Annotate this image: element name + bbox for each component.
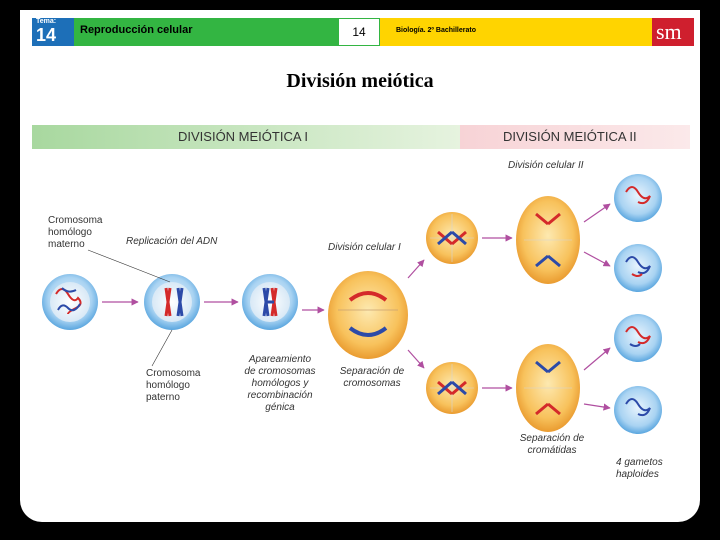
label-pairing: Apareamiento de cromosomas homólogos y r…: [232, 354, 328, 414]
label-chromatid-separation: Separación de cromátidas: [510, 433, 594, 457]
label-pairing-line-5: génica: [232, 402, 328, 414]
meiosis-diagram: [20, 10, 700, 522]
label-pairing-line-3: homólogos y: [232, 378, 328, 390]
label-chromosome-separation: Separación de cromosomas: [330, 366, 414, 390]
label-paternal-line-1: Cromosoma: [146, 368, 200, 380]
gamete-3: [614, 314, 662, 362]
label-maternal-line-3: materno: [48, 239, 102, 251]
gamete-4: [614, 386, 662, 434]
label-maternal-line-2: homólogo: [48, 227, 102, 239]
arrow-division-top: [408, 260, 424, 278]
label-maternal: Cromosoma homólogo materno: [48, 215, 102, 251]
label-paternal-line-3: paterno: [146, 392, 200, 404]
division-one-cell-top: [426, 212, 478, 264]
division-two-cell-bottom: [516, 344, 580, 432]
label-chromatid-separation-line-1: Separación de: [510, 433, 594, 445]
pointer-paternal: [152, 330, 172, 366]
initial-cell: [42, 274, 98, 330]
arrow-gamete-2: [584, 252, 610, 266]
label-gametes-line-2: haploides: [616, 469, 663, 481]
arrow-gamete-4: [584, 404, 610, 408]
division-two-cell-top: [516, 196, 580, 284]
label-chromosome-separation-line-2: cromosomas: [330, 378, 414, 390]
slide: Tema: 14 Reproducción celular 14 Biologí…: [20, 10, 700, 522]
replicated-cell: [144, 274, 200, 330]
label-cell-division-2: División celular II: [508, 160, 584, 172]
label-gametes-line-1: 4 gametos: [616, 457, 663, 469]
pairing-cell: [242, 274, 298, 330]
label-cell-division-1: División celular I: [328, 242, 401, 254]
label-replication: Replicación del ADN: [126, 236, 217, 248]
pointer-maternal: [88, 250, 170, 282]
gamete-2: [614, 244, 662, 292]
label-chromosome-separation-line-1: Separación de: [330, 366, 414, 378]
label-pairing-line-2: de cromosomas: [232, 366, 328, 378]
label-paternal-line-2: homólogo: [146, 380, 200, 392]
label-gametes: 4 gametos haploides: [616, 457, 663, 481]
label-pairing-line-4: recombinación: [232, 390, 328, 402]
gamete-1: [614, 174, 662, 222]
label-maternal-line-1: Cromosoma: [48, 215, 102, 227]
label-paternal: Cromosoma homólogo paterno: [146, 368, 200, 404]
metaphase-one-cell: [328, 271, 408, 359]
division-one-cell-bottom: [426, 362, 478, 414]
arrow-gamete-1: [584, 204, 610, 222]
label-pairing-line-1: Apareamiento: [232, 354, 328, 366]
arrow-gamete-3: [584, 348, 610, 370]
label-chromatid-separation-line-2: cromátidas: [510, 445, 594, 457]
